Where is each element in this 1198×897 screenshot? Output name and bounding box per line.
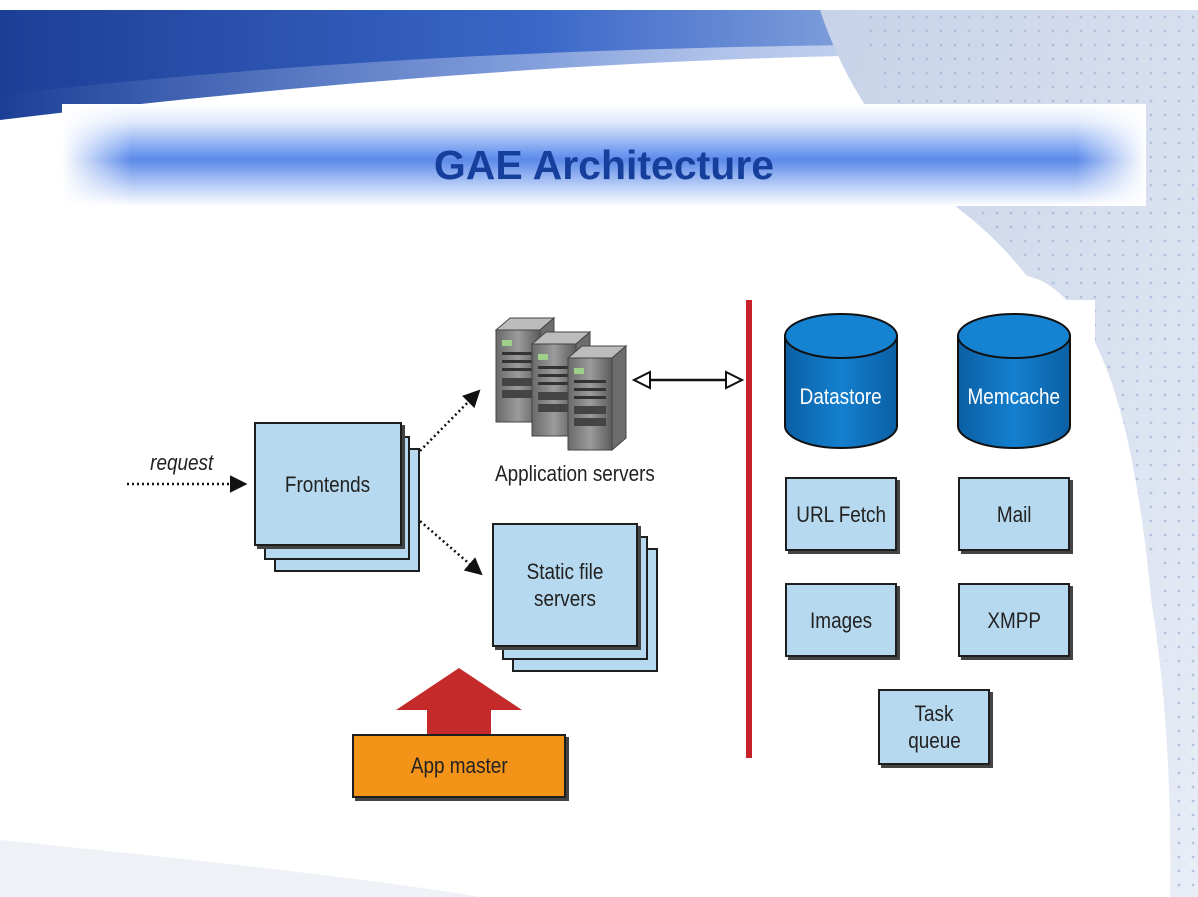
datastore-cylinder	[784, 313, 898, 449]
mail-box: Mail	[958, 477, 1070, 551]
task-queue-box: Task queue	[878, 689, 990, 765]
application-servers-icon	[494, 316, 628, 452]
application-servers-label: Application servers	[495, 461, 655, 486]
images-label: Images	[809, 607, 873, 633]
url-fetch-label: URL Fetch	[796, 501, 886, 527]
memcache-cylinder	[957, 313, 1071, 449]
mail-label: Mail	[996, 501, 1032, 527]
datastore-label: Datastore	[799, 384, 883, 409]
url-fetch-box: URL Fetch	[785, 477, 897, 551]
static-file-servers-label: Static file servers	[526, 559, 604, 611]
app-master-up-arrow	[396, 668, 522, 734]
title-band: GAE Architecture	[62, 104, 1146, 206]
frontends-label: Frontends	[285, 471, 371, 497]
to-app-servers-arrow	[412, 389, 481, 459]
service-divider	[746, 300, 752, 758]
memcache-label: Memcache	[967, 384, 1061, 409]
task-queue-label: Task queue	[908, 701, 961, 753]
xmpp-box: XMPP	[958, 583, 1070, 657]
request-label: request	[150, 450, 214, 475]
xmpp-label: XMPP	[987, 607, 1041, 633]
static-file-servers-box: Static file servers	[492, 523, 638, 647]
frontends-box: Frontends	[254, 422, 402, 546]
slide-title: GAE Architecture	[433, 142, 775, 188]
app-master-box: App master	[352, 734, 566, 798]
app-master-label: App master	[410, 753, 508, 778]
services-connection-arrow	[631, 370, 745, 390]
images-box: Images	[785, 583, 897, 657]
